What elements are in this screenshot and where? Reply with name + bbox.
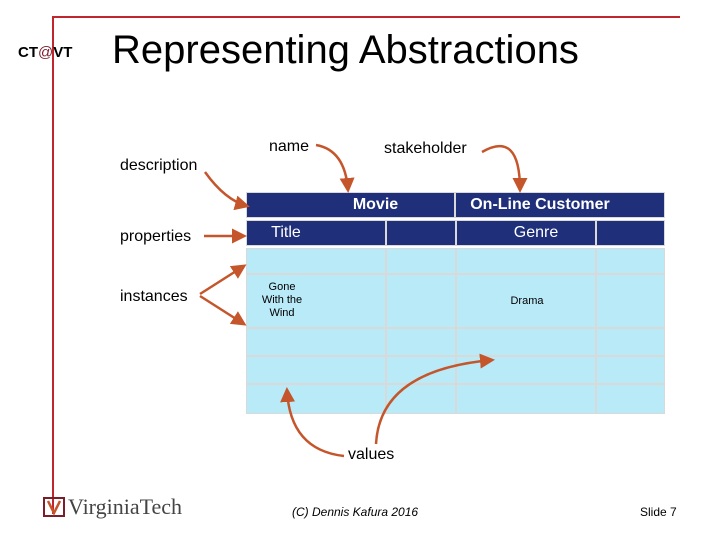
logo-wordmark: VirginiaTech [68, 494, 183, 519]
description-label: description [120, 157, 198, 174]
table-cell [596, 328, 665, 356]
table-cell [386, 328, 456, 356]
name-arrow [315, 143, 355, 193]
name-label: name [269, 138, 310, 155]
slide-title: Representing Abstractions [112, 28, 579, 72]
instance-cell: Drama [456, 274, 596, 328]
abstraction-table: Movie On-Line Customer Title Genre Gone … [246, 192, 665, 414]
corner-at: @ [38, 44, 54, 61]
table-cell [456, 384, 596, 414]
property-genre: Genre [513, 224, 559, 241]
instance-cell [386, 274, 456, 328]
table-cell [246, 328, 386, 356]
instance-title: Gone With the Wind [261, 281, 303, 319]
stakeholder-arrow [481, 144, 528, 193]
instances-arrow-bottom [199, 294, 247, 326]
property-title: Title [271, 224, 301, 241]
corner-label: CT@VT [18, 44, 72, 61]
footer-credit: (C) Dennis Kafura 2016 [292, 505, 419, 519]
table-cell [386, 356, 456, 384]
top-rule [52, 16, 680, 18]
slide-number: Slide 7 [640, 505, 677, 519]
corner-suffix: VT [53, 44, 73, 61]
description-arrow [203, 171, 250, 211]
virginia-tech-logo-icon [42, 496, 66, 523]
table-cell [596, 248, 665, 274]
property-cell [386, 220, 456, 246]
table-cell [246, 356, 386, 384]
table-header-cell: On-Line Customer [455, 192, 665, 218]
values-label: values [348, 446, 395, 463]
header-customer: On-Line Customer [470, 196, 610, 213]
table-cell [246, 248, 386, 274]
left-rule [52, 16, 54, 514]
instance-genre: Drama [510, 295, 544, 307]
property-cell: Title [246, 220, 386, 246]
header-movie: Movie [352, 196, 399, 213]
instance-cell: Gone With the Wind [246, 274, 386, 328]
property-cell [596, 220, 665, 246]
instance-cell [596, 274, 665, 328]
property-cell: Genre [456, 220, 596, 246]
values-arrow-left [280, 387, 345, 458]
corner-prefix: CT [18, 44, 38, 61]
table-cell [596, 384, 665, 414]
table-cell [386, 384, 456, 414]
table-cell [456, 248, 596, 274]
table-cell [596, 356, 665, 384]
table-cell [246, 384, 386, 414]
instances-arrow-top [199, 264, 247, 296]
values-arrow-right [374, 353, 495, 445]
stakeholder-label: stakeholder [384, 140, 467, 157]
table-cell [456, 328, 596, 356]
instances-label: instances [120, 288, 188, 305]
table-cell [386, 248, 456, 274]
properties-label: properties [120, 228, 192, 245]
